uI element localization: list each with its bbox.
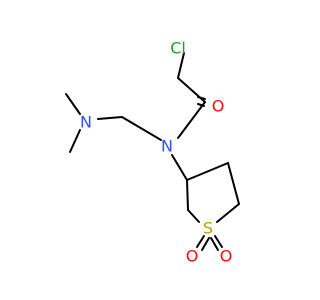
atom-o-sulfonyl-2: O (220, 247, 233, 266)
bond-carbonyl-n (177, 101, 206, 139)
bond-n-ring (171, 154, 188, 181)
atom-n-amide: N (161, 137, 173, 156)
atom-o-sulfonyl-1: O (186, 247, 199, 266)
bond-co-double-b (197, 103, 205, 107)
bond-n-methyl-1 (65, 93, 81, 115)
bond-s-o2-b (210, 237, 219, 251)
bond-s-o2-a (214, 235, 223, 248)
atom-cl: Cl (170, 39, 186, 58)
bond-ring-1 (186, 162, 229, 181)
atom-n-amine: N (80, 113, 92, 132)
atom-o-carbonyl: O (212, 97, 225, 116)
bond-ring-3 (216, 203, 240, 223)
molecule-diagram: Cl O N N S O O (65, 39, 240, 266)
bond-c-cl (177, 52, 185, 79)
atom-s: S (203, 219, 213, 238)
bond-co-double-a (197, 96, 206, 100)
bond-n-ch2 (121, 116, 162, 141)
bond-ring-4 (186, 179, 189, 211)
bonds (65, 52, 240, 251)
bond-n-methyl-2 (69, 129, 81, 153)
bond-ring-5 (187, 209, 200, 223)
bond-s-o1-b (201, 237, 210, 251)
atom-labels: Cl O N N S O O (80, 39, 232, 266)
bond-ch2-ch2 (97, 116, 123, 120)
bond-s-o1-a (196, 235, 205, 248)
structure-canvas: Cl O N N S O O (65, 39, 240, 266)
bond-ring-2 (227, 162, 240, 205)
